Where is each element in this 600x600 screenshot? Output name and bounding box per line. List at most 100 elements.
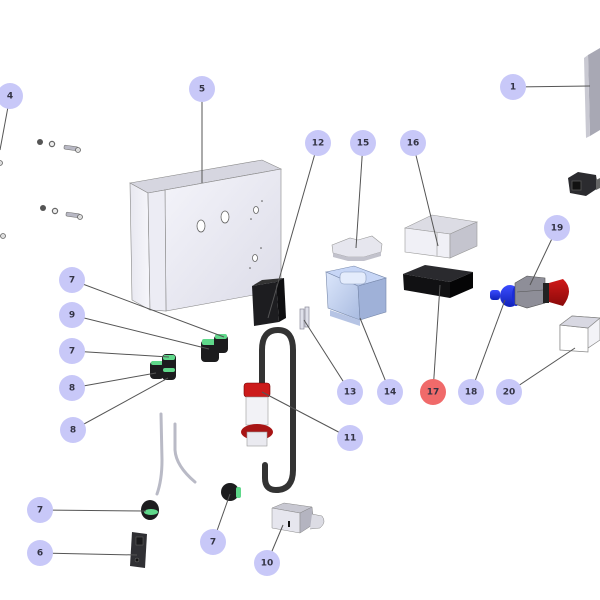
balloon-circle xyxy=(27,540,53,566)
callout-balloon-9[interactable]: 9 xyxy=(59,302,85,328)
balloon-label: 12 xyxy=(312,139,325,149)
balloon-circle xyxy=(189,76,215,102)
leader-line-15 xyxy=(355,142,364,249)
leader-line-12 xyxy=(267,142,319,319)
leader-line-8 xyxy=(71,372,157,389)
balloon-circle xyxy=(350,130,376,156)
balloon-circle xyxy=(420,379,446,405)
part-cable-glands xyxy=(150,334,228,380)
balloon-circle xyxy=(305,130,331,156)
balloon-label: 8 xyxy=(69,384,75,394)
leader-line-14 xyxy=(359,317,391,393)
balloon-circle xyxy=(377,379,403,405)
leader-line-18 xyxy=(470,299,506,393)
balloon-circle xyxy=(500,74,526,100)
leader-lines xyxy=(0,85,591,564)
balloon-label: 14 xyxy=(384,388,397,398)
balloon-label: 11 xyxy=(344,434,357,444)
callout-balloon-8[interactable]: 8 xyxy=(60,417,86,443)
leader-line-7 xyxy=(39,509,147,512)
callout-balloon-11[interactable]: 11 xyxy=(337,425,363,451)
balloon-circle xyxy=(59,302,85,328)
callout-balloon-12[interactable]: 12 xyxy=(305,130,331,156)
part-tubes xyxy=(155,412,197,496)
balloon-circle xyxy=(337,425,363,451)
balloon-circle xyxy=(458,379,484,405)
callout-balloon-10[interactable]: 10 xyxy=(254,550,280,576)
part-transformer-cap xyxy=(331,235,383,261)
balloon-circle xyxy=(400,130,426,156)
callout-balloon-6[interactable]: 6 xyxy=(27,540,53,566)
balloon-label: 6 xyxy=(37,549,43,559)
leader-line-20 xyxy=(508,347,576,393)
balloon-label: 10 xyxy=(261,559,274,569)
part-button-guard xyxy=(559,315,600,353)
leader-line-13 xyxy=(303,319,351,393)
callout-balloon-7[interactable]: 7 xyxy=(59,267,85,293)
part-black-bracket xyxy=(252,278,286,326)
leader-line-7 xyxy=(71,279,225,338)
balloon-circle xyxy=(27,497,53,523)
part-transformer xyxy=(325,265,387,326)
balloon-circle xyxy=(59,338,85,364)
balloon-label: 15 xyxy=(357,139,370,149)
leader-line-16 xyxy=(412,142,439,247)
balloon-circle xyxy=(544,215,570,241)
balloon-label: 13 xyxy=(344,388,357,398)
balloon-circle xyxy=(337,379,363,405)
callout-balloon-7[interactable]: 7 xyxy=(27,497,53,523)
callout-balloon-20[interactable]: 20 xyxy=(496,379,522,405)
callout-balloon-14[interactable]: 14 xyxy=(377,379,403,405)
balloon-label: 7 xyxy=(69,276,75,286)
balloon-circle xyxy=(0,83,23,109)
balloon-label: 1 xyxy=(510,83,516,93)
balloon-label: 5 xyxy=(199,85,205,95)
balloon-circle xyxy=(200,529,226,555)
balloon-label: 16 xyxy=(407,139,420,149)
balloon-circle xyxy=(496,379,522,405)
leader-line-7 xyxy=(71,350,170,358)
leader-line-17 xyxy=(432,284,441,393)
part-enclosure xyxy=(129,159,282,312)
balloon-circle xyxy=(254,550,280,576)
balloon-label: 7 xyxy=(210,538,216,548)
part-screws xyxy=(0,139,83,239)
balloon-label: 9 xyxy=(69,311,75,321)
callout-balloon-5[interactable]: 5 xyxy=(189,76,215,102)
part-lower-glands xyxy=(141,483,241,520)
balloon-circle xyxy=(59,267,85,293)
part-relay-cover xyxy=(403,214,479,259)
leader-line-9 xyxy=(71,314,210,350)
part-switch-block xyxy=(130,532,147,568)
callout-balloon-17[interactable]: 17 xyxy=(420,379,446,405)
callout-balloon-18[interactable]: 18 xyxy=(458,379,484,405)
part-power-cable xyxy=(241,326,296,494)
callout-balloon-7[interactable]: 7 xyxy=(59,338,85,364)
callout-balloon-19[interactable]: 19 xyxy=(544,215,570,241)
part-rear-panel xyxy=(584,48,600,138)
balloon-label: 20 xyxy=(503,388,516,398)
leader-line-6 xyxy=(39,552,138,556)
balloon-label: 7 xyxy=(37,506,43,516)
part-terminal-pins xyxy=(299,306,310,330)
part-iec-inlet xyxy=(568,172,600,196)
callout-balloon-16[interactable]: 16 xyxy=(400,130,426,156)
balloon-circle xyxy=(59,375,85,401)
callout-balloon-4[interactable]: 4 xyxy=(0,83,23,109)
balloon-label: 7 xyxy=(69,347,75,357)
balloon-circle xyxy=(60,417,86,443)
callout-balloon-8[interactable]: 8 xyxy=(59,375,85,401)
part-connector-module xyxy=(271,502,325,534)
leader-line-11 xyxy=(261,391,351,439)
callout-balloon-13[interactable]: 13 xyxy=(337,379,363,405)
callout-balloon-1[interactable]: 1 xyxy=(500,74,526,100)
callout-balloon-15[interactable]: 15 xyxy=(350,130,376,156)
part-emergency-stop xyxy=(514,275,569,309)
balloon-label: 19 xyxy=(551,224,564,234)
balloon-label: 4 xyxy=(7,92,13,102)
balloon-label: 17 xyxy=(427,388,440,398)
callout-balloon-7[interactable]: 7 xyxy=(200,529,226,555)
balloon-label: 18 xyxy=(465,388,478,398)
